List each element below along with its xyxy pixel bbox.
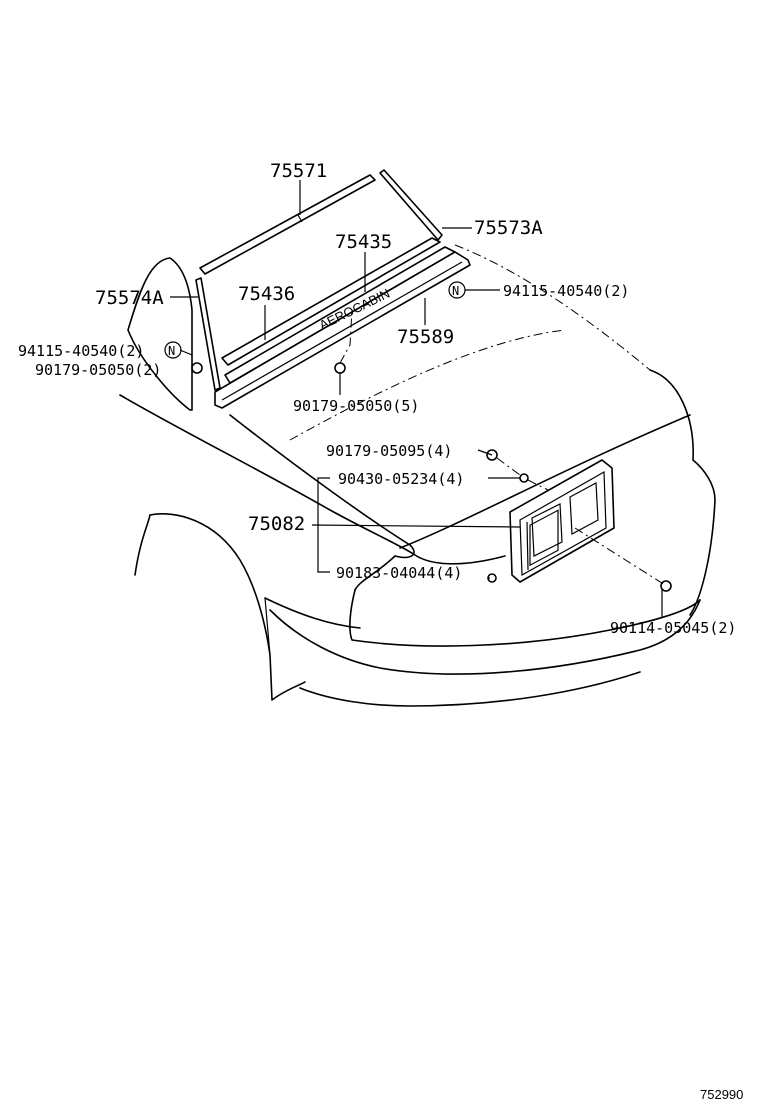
label-75574A: 75574A [95,287,164,309]
label-90179-05050-center: 90179-05050(5) [293,397,419,415]
rear-fender [149,513,306,701]
bolt-icon [660,580,672,592]
part-labels: 75571 75573A 75435 75574A 75436 94115-40… [18,160,743,1102]
label-75573A: 75573A [474,217,543,239]
label-90179-05095: 90179-05095(4) [326,442,452,460]
molding-assembly: AEROCABIN [195,169,471,409]
label-90430-05234: 90430-05234(4) [338,470,464,488]
label-90183-04044: 90183-04044(4) [336,564,462,582]
clip-icon [334,362,346,374]
molding-75435 [221,237,441,366]
quarter-window [127,257,193,411]
label-94115-40540-left: 94115-40540(2) [18,342,144,360]
leader-lines [170,180,666,618]
label-90179-05050-left: 90179-05050(2) [35,361,161,379]
label-75082: 75082 [248,513,305,535]
side-molding-75573A [379,169,443,241]
label-75589: 75589 [397,326,454,348]
clip-icon [191,362,203,374]
trunk-lid [229,414,415,559]
figure-number: 752990 [700,1087,743,1102]
label-94115-40540-right: 94115-40540(2) [503,282,629,300]
label-75435: 75435 [335,231,392,253]
spoiler-75589 [214,251,471,409]
label-75436: 75436 [238,283,295,305]
side-molding-75574A [195,277,221,391]
n-symbol: N [168,344,175,358]
label-75571: 75571 [270,160,327,182]
upper-molding-75571 [199,174,376,275]
label-90114-05045: 90114-05045(2) [610,619,736,637]
car-body [119,244,716,707]
garnish-75082 [509,459,615,583]
n-symbol: N [452,284,459,298]
rear-bumper [349,589,701,647]
nut-icon [519,473,529,483]
